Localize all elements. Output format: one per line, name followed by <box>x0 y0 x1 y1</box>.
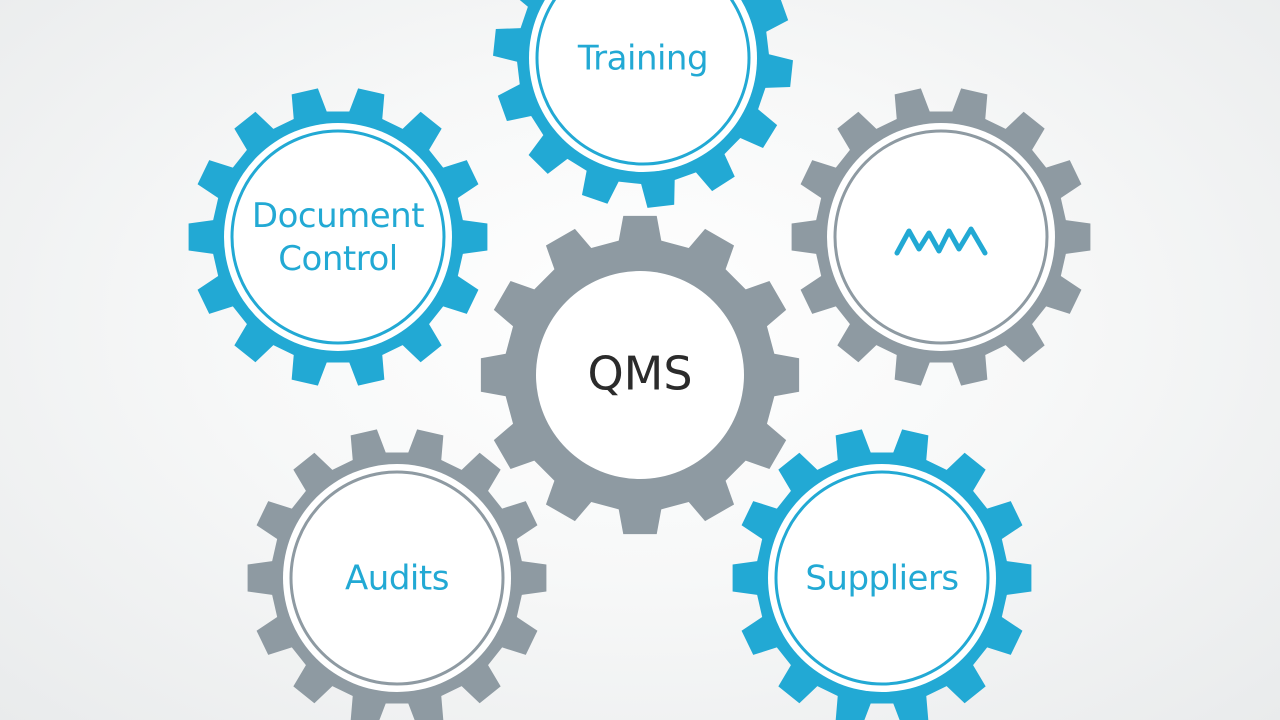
audits-gear-ring <box>289 470 505 686</box>
mdm-gear-ring <box>833 129 1049 345</box>
training-label-line-1: Training <box>577 39 708 79</box>
qms-center-gear: QMS <box>480 215 800 535</box>
audits-gear-face <box>283 464 511 692</box>
audits-label-line-1: Audits <box>345 559 449 599</box>
document-control-label-line-2: Control <box>278 239 397 279</box>
mdm-gear-face <box>827 123 1055 351</box>
suppliers-gear: Suppliers <box>732 429 1032 720</box>
qms-gear-face <box>536 271 744 479</box>
training-gear-face <box>529 0 757 172</box>
document-control-label-line-1: Document <box>252 196 424 236</box>
training-gear-ring <box>535 0 751 166</box>
suppliers-gear-ring <box>774 470 990 686</box>
audits-gear: Audits <box>247 429 547 720</box>
mdm-gear <box>791 88 1091 386</box>
wave-logo-icon <box>894 226 988 256</box>
training-gear: Training <box>493 0 793 208</box>
document-control-gear-ring <box>230 129 446 345</box>
qms-label: QMS <box>587 347 692 401</box>
document-control-gear-face <box>224 123 452 351</box>
suppliers-label-line-1: Suppliers <box>805 559 958 599</box>
suppliers-gear-face <box>768 464 996 692</box>
